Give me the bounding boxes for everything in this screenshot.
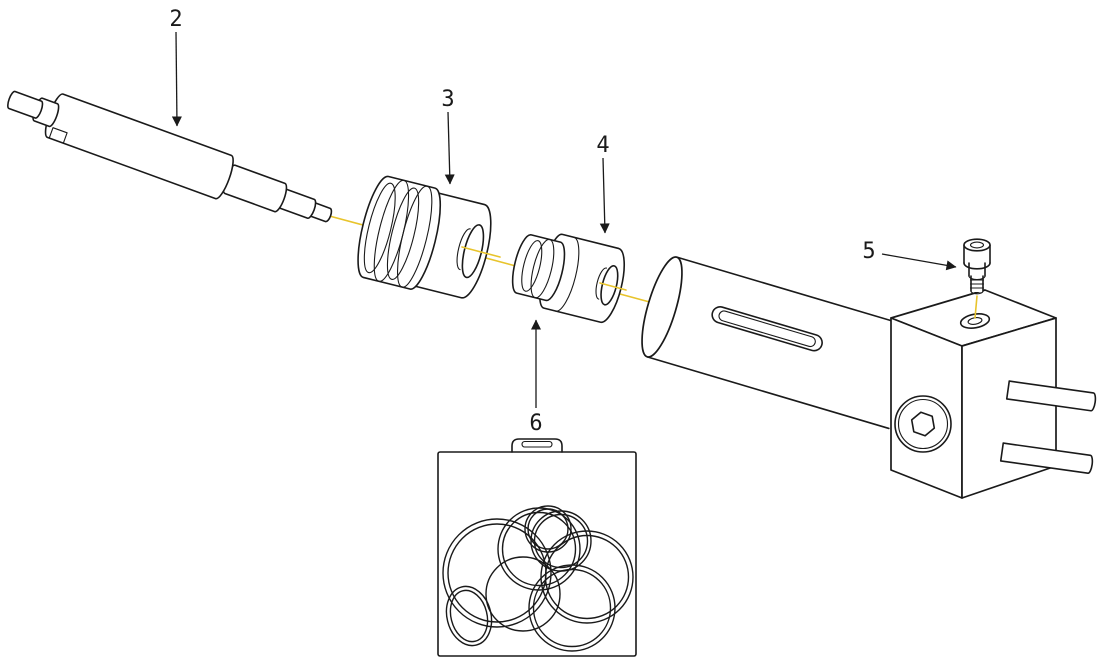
piston-bore-depth: [456, 228, 471, 271]
piston-bore: [461, 224, 485, 279]
pin-body: [999, 442, 1094, 474]
fitting-centerline: [974, 295, 978, 319]
fitting-screw: [963, 238, 991, 295]
callout-3-leader: [444, 111, 455, 185]
mounting-pin-lower: [999, 442, 1094, 474]
o-ring: [527, 508, 569, 550]
end-block: [890, 289, 1057, 499]
callout-4: 4: [596, 133, 610, 234]
block-top-hole: [959, 313, 991, 329]
tube-fill: [647, 257, 919, 429]
fitting-head-top-inner: [969, 241, 985, 249]
tube-top-edge: [675, 256, 920, 330]
bag-outline: [437, 451, 637, 657]
callout-2-label: 2: [169, 7, 182, 32]
fitting-tip-bottom: [970, 290, 984, 295]
callout-5-label: 5: [862, 239, 875, 264]
block-front-face: [890, 317, 963, 499]
bushing-neck: [511, 234, 566, 302]
o-rings: [442, 505, 634, 652]
o-ring: [501, 511, 577, 587]
callout-3: 3: [441, 87, 455, 185]
tube-slot-inner: [718, 310, 816, 348]
hex-socket: [910, 411, 936, 437]
cylinder-tube: [641, 256, 920, 430]
tube-end-cap: [641, 256, 683, 358]
callout-5-leader: [881, 253, 957, 271]
callout-3-label: 3: [441, 87, 454, 112]
pin-body: [1005, 380, 1097, 412]
fitting-head-bottom: [963, 262, 991, 270]
bushing-bore-depth: [595, 267, 608, 300]
bushing-groove: [530, 238, 555, 299]
piston-rod: [7, 90, 333, 223]
bushing-rim-line: [555, 236, 580, 312]
callout-6: 6: [529, 319, 543, 436]
o-ring: [540, 530, 634, 624]
tube-slot: [711, 306, 823, 352]
callout-4-leader: [599, 157, 610, 234]
rod-notch: [48, 127, 68, 144]
hex-boss-inner: [897, 398, 949, 450]
seal-bushing: [511, 233, 626, 324]
piston-groove: [386, 187, 420, 280]
mounting-pin-upper: [1005, 380, 1097, 412]
callout-4-label: 4: [596, 133, 609, 158]
o-ring: [445, 585, 493, 647]
o-ring: [544, 534, 630, 620]
callout-2: 2: [169, 7, 183, 127]
piston: [357, 175, 492, 299]
centerline-through-bushing-bore: [599, 282, 627, 291]
rod-tip: [7, 90, 44, 119]
callout-6-label: 6: [529, 411, 542, 436]
bushing-groove: [521, 240, 543, 292]
callout-5: 5: [862, 239, 957, 271]
hex-boss-outer: [894, 395, 952, 453]
o-ring: [524, 505, 572, 553]
o-ring: [485, 556, 561, 632]
o-ring: [442, 518, 552, 628]
fitting-head-top: [963, 238, 991, 252]
bag-hang-slot: [521, 440, 553, 448]
o-ring: [449, 589, 489, 643]
callout-2-leader: [171, 31, 182, 127]
tube-bottom-edge: [646, 356, 890, 430]
centerline-through-piston-bore: [461, 246, 501, 258]
rod-body: [44, 93, 234, 200]
block-right-face: [961, 317, 1057, 499]
o-ring: [528, 564, 616, 652]
o-ring: [532, 568, 612, 648]
bag-hang-tab: [511, 438, 563, 453]
o-ring-kit-bag: [437, 438, 637, 657]
